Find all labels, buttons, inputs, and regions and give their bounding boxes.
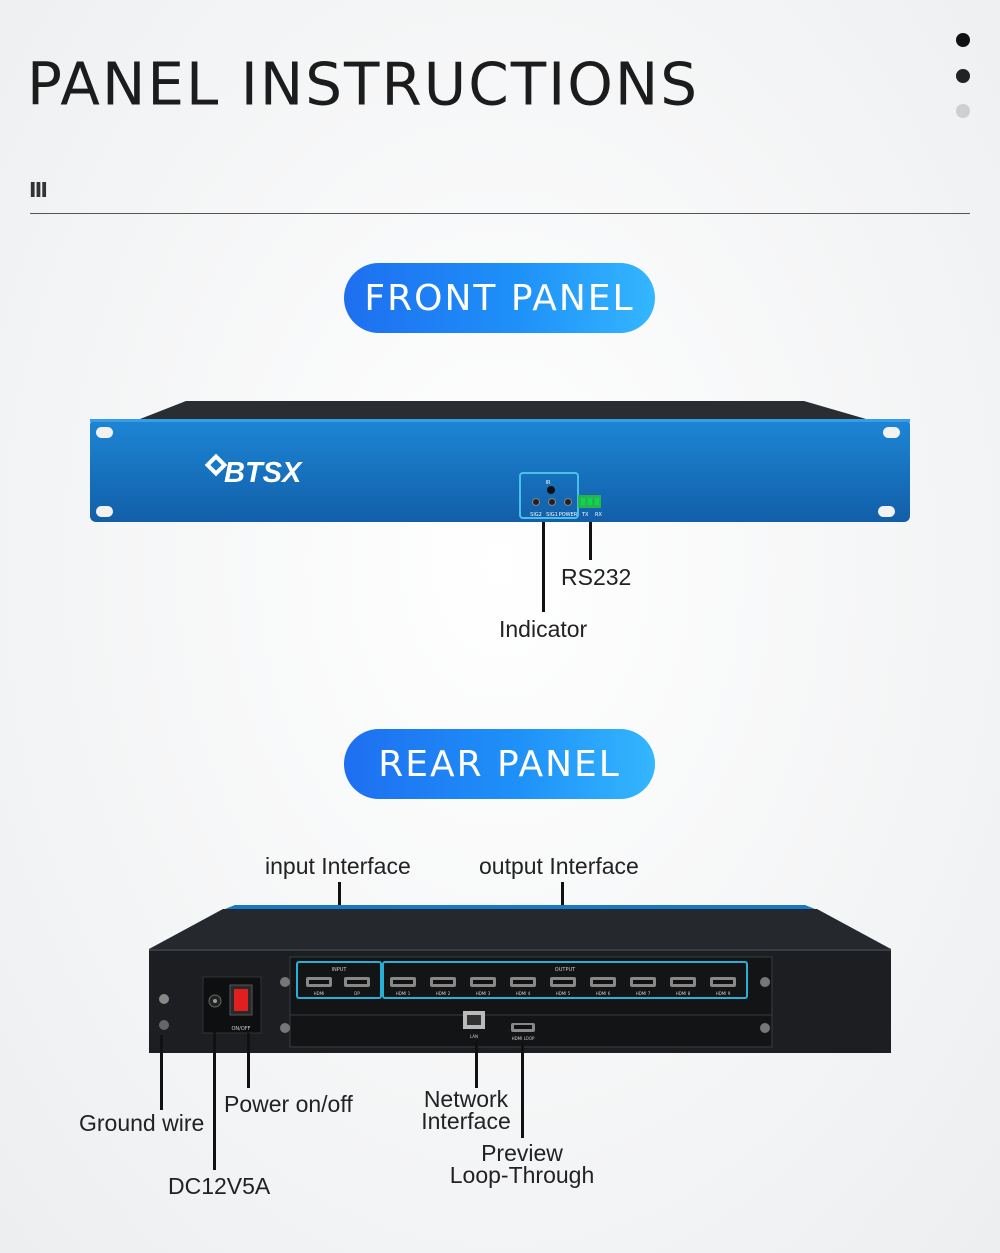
network-label-line2: Interface xyxy=(421,1108,511,1134)
rear-panel-heading: REAR PANEL xyxy=(344,729,655,799)
output-highlight xyxy=(382,961,748,999)
network-callout-line xyxy=(475,1040,478,1088)
divider xyxy=(30,213,970,214)
hdmi-output-label: HDMI 8 xyxy=(676,991,691,996)
rs232-callout-line xyxy=(589,522,592,560)
network-label-line1: Network xyxy=(423,1086,509,1112)
svg-text:POWER: POWER xyxy=(559,512,578,518)
svg-text:RX: RX xyxy=(595,512,602,518)
section-mark: Ⅲ xyxy=(29,178,48,202)
rack-hole xyxy=(96,506,113,517)
hdmi-output-label: HDMI 2 xyxy=(436,991,451,996)
power-onoff-label: Power on/off xyxy=(224,1091,353,1117)
svg-text:DP: DP xyxy=(354,991,360,996)
input-highlight xyxy=(296,961,382,999)
rack-hole xyxy=(96,427,113,438)
output-interface-label: output Interface xyxy=(479,853,639,879)
sig2-led xyxy=(532,498,540,506)
indicator-label: Indicator xyxy=(499,616,588,642)
rack-hole xyxy=(883,427,900,438)
hdmi-output-label: HDMI 6 xyxy=(596,991,611,996)
sig1-led xyxy=(548,498,556,506)
rack-hole xyxy=(878,506,895,517)
svg-text:TX: TX xyxy=(581,512,589,518)
preview-callout-line xyxy=(521,1042,524,1138)
power-led xyxy=(564,498,572,506)
preview-label-line1: Preview xyxy=(481,1140,563,1166)
power-callout-line xyxy=(247,1033,250,1088)
front-chassis-top xyxy=(140,401,866,419)
ground-callout-line xyxy=(160,1035,163,1110)
ir-sensor xyxy=(547,486,555,494)
svg-text:SIG2: SIG2 xyxy=(530,512,542,518)
svg-text:LAN: LAN xyxy=(470,1034,478,1039)
front-panel-device: BTSX IR SIG2 SIG1 POWER TX RX xyxy=(90,401,910,522)
page-title: PANEL INSTRUCTIONS xyxy=(27,49,700,119)
front-panel-heading: FRONT PANEL xyxy=(344,263,655,333)
pager-dot-3[interactable] xyxy=(956,104,970,118)
pager-dot-1[interactable] xyxy=(956,33,970,47)
hdmi-output-label: HDMI 5 xyxy=(556,991,571,996)
brand-logo: BTSX xyxy=(224,457,303,489)
hdmi-output-label: HDMI 3 xyxy=(476,991,491,996)
preview-label-line2: Loop-Through xyxy=(449,1162,595,1188)
rear-panel-device: ON/OFF INPUT HDMI DP OUTPUT HDMI 1 HDMI 2… xyxy=(149,905,891,1053)
dc-power-label: DC12V5A xyxy=(168,1173,271,1199)
svg-text:HDMI: HDMI xyxy=(314,991,325,996)
svg-text:INPUT: INPUT xyxy=(332,967,348,973)
hdmi-output-label: HDMI 1 xyxy=(396,991,411,996)
pager-dot-2[interactable] xyxy=(956,69,970,83)
dc-callout-line xyxy=(213,1030,216,1170)
hdmi-output-label: HDMI 4 xyxy=(516,991,531,996)
io-card xyxy=(289,956,773,1048)
svg-text:SIG1: SIG1 xyxy=(546,512,558,518)
network-interface-label: Network Interface xyxy=(405,1086,527,1134)
ground-screw xyxy=(159,994,169,1004)
hdmi-output-label: HDMI 9 xyxy=(716,991,731,996)
svg-text:HDMI LOOP: HDMI LOOP xyxy=(512,1036,535,1041)
rs232-label: RS232 xyxy=(561,564,632,590)
ground-wire-label: Ground wire xyxy=(79,1110,205,1136)
front-faceplate xyxy=(90,419,910,522)
preview-loop-label: Preview Loop-Through xyxy=(440,1140,604,1188)
svg-text:IR: IR xyxy=(546,480,551,486)
input-interface-label: input Interface xyxy=(265,853,411,879)
svg-text:OUTPUT: OUTPUT xyxy=(555,967,576,973)
indicator-callout-line xyxy=(542,522,545,612)
svg-text:ON/OFF: ON/OFF xyxy=(231,1026,250,1032)
hdmi-output-label: HDMI 7 xyxy=(636,991,651,996)
